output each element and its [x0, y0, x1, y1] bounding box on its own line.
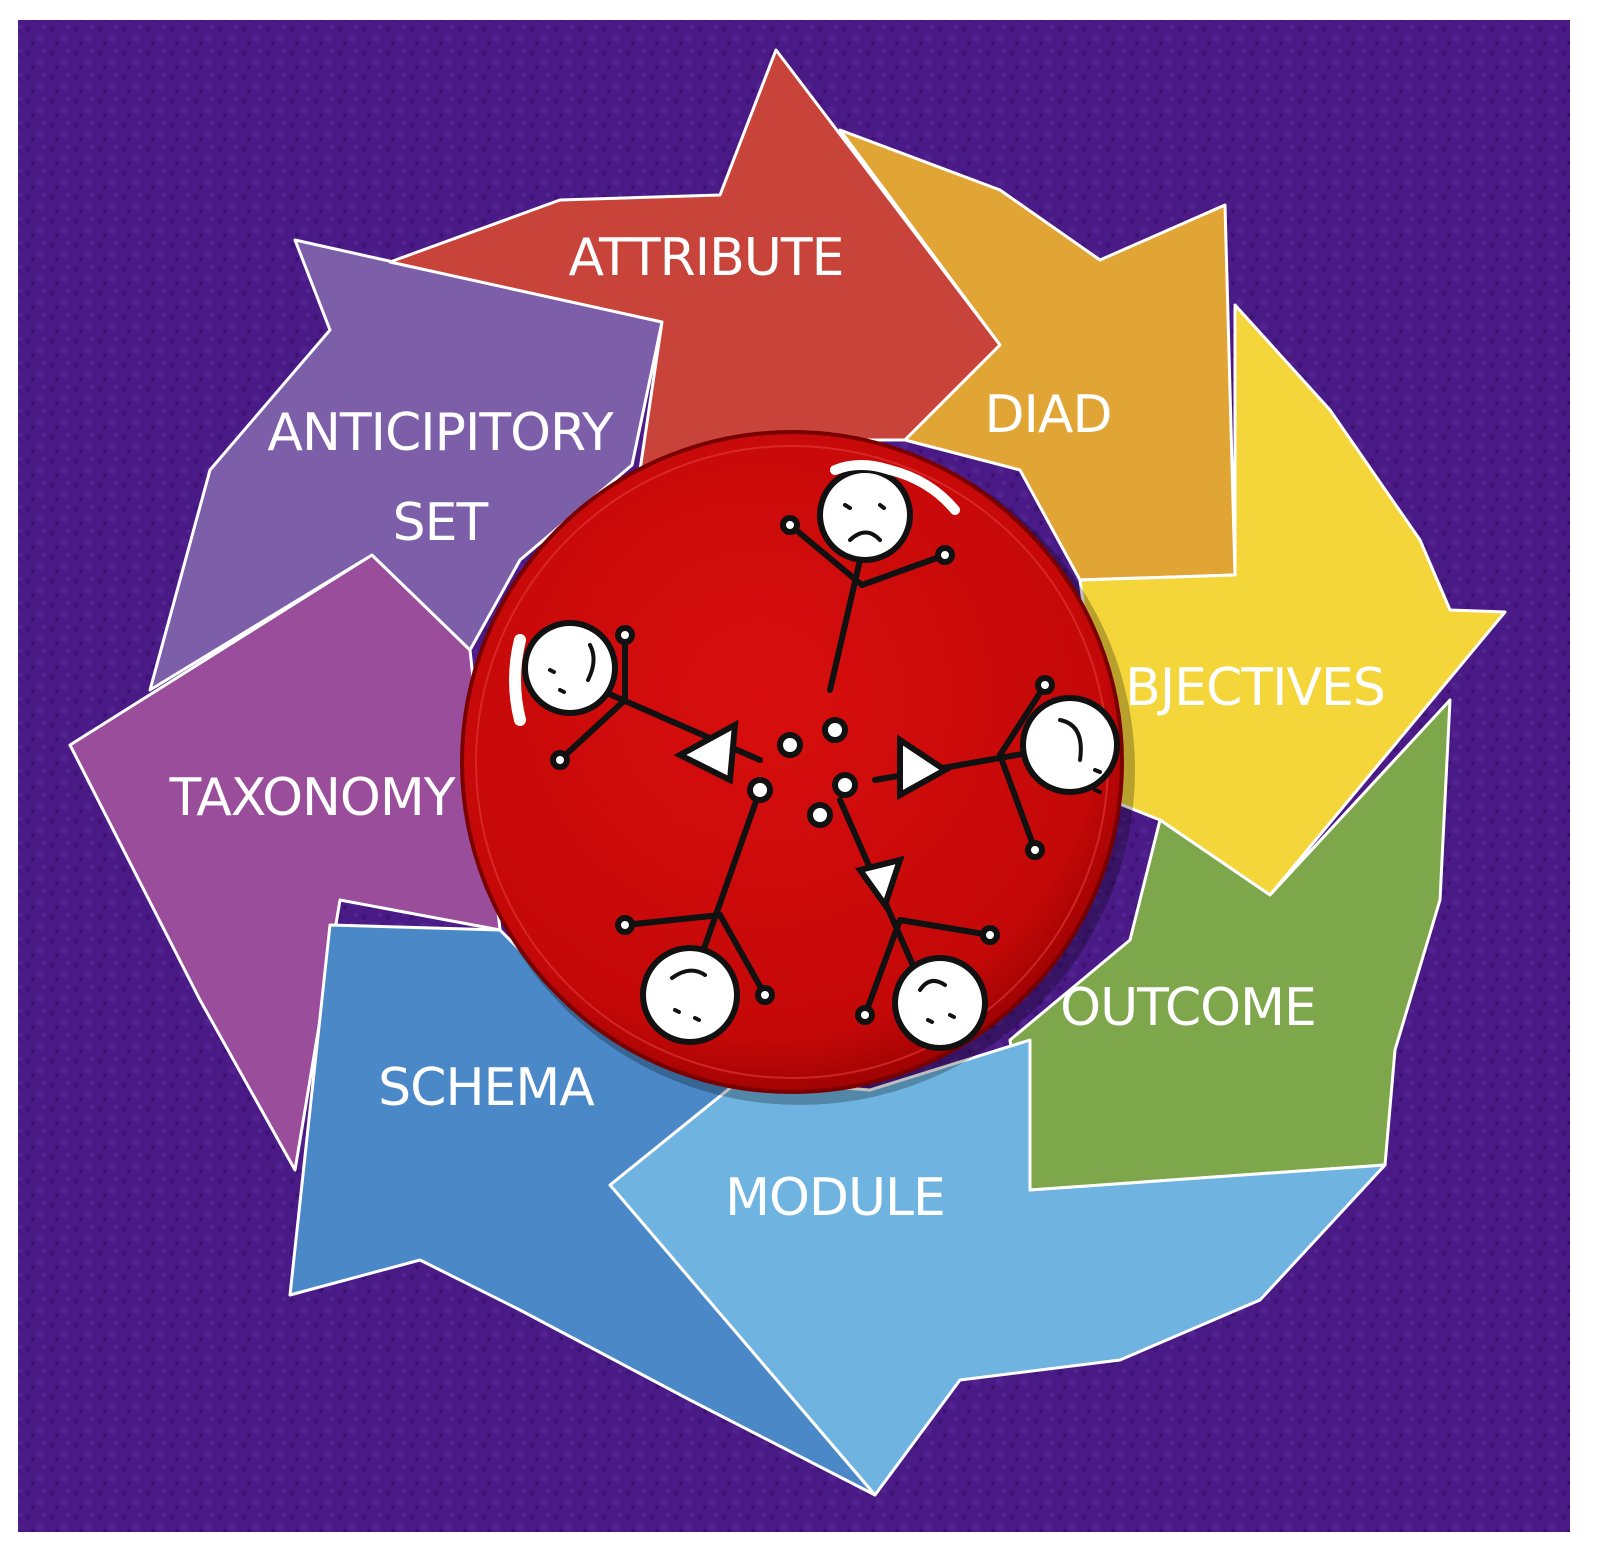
schema-label: SCHEMA: [378, 1058, 595, 1118]
set-label: SET: [393, 493, 489, 553]
diad-label: DIAD: [985, 385, 1112, 445]
attribute-label: ATTRIBUTE: [569, 228, 844, 288]
module-label: MODULE: [725, 1168, 945, 1228]
five-stick-figures-holding-hands-icon: [509, 460, 1120, 1051]
taxonomy-label: TAXONOMY: [169, 768, 456, 828]
stick-figure-bottom-left: [615, 787, 775, 1045]
anticipitory-label: ANTICIPITORY: [267, 403, 613, 463]
objectives-label: BJECTIVES: [1125, 658, 1385, 718]
stick-figure-top: [780, 460, 960, 693]
arrow-anticipitory-set: [148, 238, 664, 692]
arrow-schema: [288, 923, 877, 1497]
outcome-label: OUTCOME: [1060, 978, 1316, 1038]
